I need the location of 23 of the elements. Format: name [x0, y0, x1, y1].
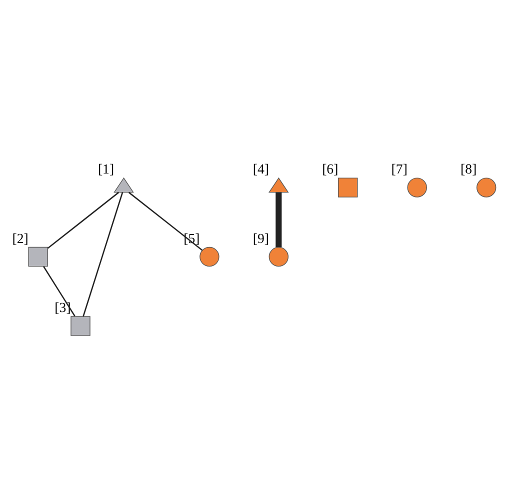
node-circle: [407, 177, 427, 197]
node-box: [28, 246, 48, 266]
node-circle: [476, 177, 496, 197]
node-label: [9]: [252, 230, 269, 246]
node-label: [4]: [252, 161, 269, 176]
node-label: [3]: [54, 300, 71, 314]
connector: [276, 192, 282, 247]
connector: [47, 191, 120, 248]
node-box: [338, 177, 358, 197]
node-label: [8]: [460, 161, 477, 176]
node-label: [1]: [98, 161, 114, 176]
node-label: [6]: [322, 161, 338, 176]
node-circle: [200, 246, 220, 266]
connector: [82, 192, 124, 316]
node-label: [7]: [391, 161, 408, 176]
node-triangle: [114, 176, 134, 192]
node-circle: [268, 246, 289, 266]
node-box: [70, 316, 90, 336]
connector: [43, 266, 76, 316]
node-label: [5]: [184, 230, 200, 246]
node-label: [2]: [12, 230, 28, 246]
connector: [128, 191, 203, 250]
node-triangle: [268, 176, 289, 192]
